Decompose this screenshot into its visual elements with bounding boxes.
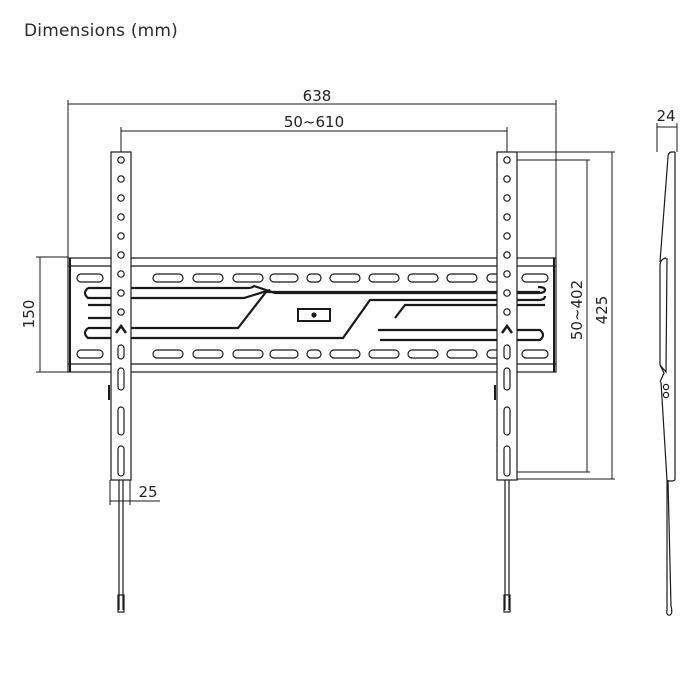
left-arrow-up-icon: [114, 323, 128, 334]
left-arm: [108, 151, 132, 613]
left-arm-holes: [117, 156, 125, 316]
right-arrow-up-icon: [500, 323, 514, 334]
top-slot-row: [76, 273, 549, 283]
bottom-slot-row: [76, 349, 549, 359]
dim-vesa-horizontal: 50~610: [284, 113, 344, 131]
diagram-title: Dimensions (mm): [24, 21, 179, 41]
right-arm-holes: [503, 156, 511, 316]
dimension-lines: [36, 100, 678, 505]
dim-vesa-vertical: 50~402: [568, 280, 586, 340]
wall-plate: [67, 257, 557, 373]
dim-profile-depth: 24: [656, 107, 675, 125]
dim-overall-height: 425: [593, 296, 611, 325]
dim-plate-height: 150: [20, 300, 38, 329]
dim-arm-width: 25: [138, 483, 157, 501]
center-level-icon: [297, 308, 331, 322]
right-arm: [494, 151, 518, 613]
dim-overall-width: 638: [303, 87, 332, 105]
side-profile: [659, 151, 676, 616]
